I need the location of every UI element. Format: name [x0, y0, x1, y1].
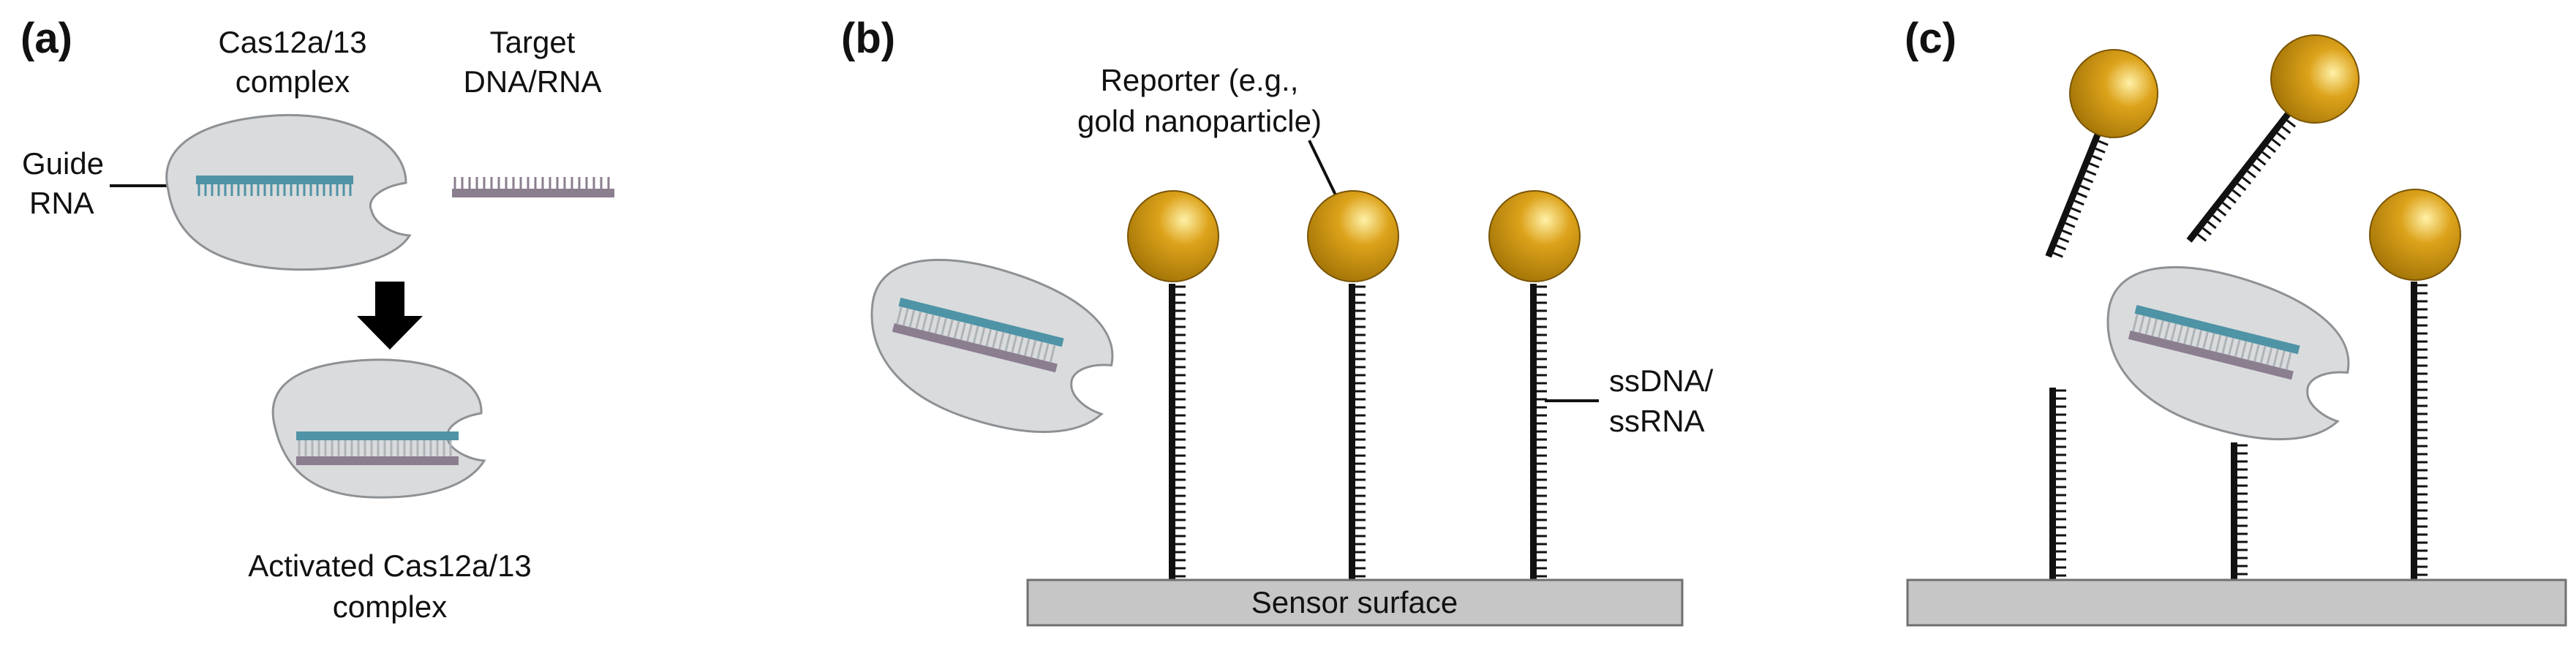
- duplex-a: [296, 431, 459, 465]
- gold-nanoparticle-b2: [1307, 190, 1399, 282]
- panel-c-label: (c): [1905, 15, 1957, 62]
- panel-b: (b) Reporter (e.g., gold nanoparticle) s…: [841, 15, 1714, 627]
- gold-nanoparticle-c1: [2069, 49, 2158, 138]
- gold-nanoparticle-b3: [1488, 190, 1581, 282]
- gold-nanoparticle-b1: [1127, 190, 1219, 282]
- activated-label-line2: complex: [333, 589, 447, 624]
- activated-label-line1: Activated Cas12a/13: [248, 548, 532, 583]
- complex-label-line1: Cas12a/13: [218, 25, 366, 59]
- complex-label-line2: complex: [236, 64, 350, 99]
- reporter-label-line1: Reporter (e.g.,: [1101, 63, 1299, 97]
- sensor-surface-c: [1906, 578, 2567, 627]
- activated-cas-b: [870, 258, 1114, 434]
- strand-label-line2: ssRNA: [1609, 404, 1705, 438]
- target-strand-a: [452, 177, 614, 197]
- sensor-surface-b: [1026, 578, 1684, 627]
- activated-cas-c: [2106, 265, 2350, 441]
- panel-b-label: (b): [841, 15, 895, 62]
- reporter-strand-b2: [1349, 284, 1366, 580]
- sensor-surface-label: Sensor surface: [1251, 585, 1458, 619]
- guide-label-line1: Guide: [22, 146, 104, 181]
- released-reporter-c2: [2186, 34, 2360, 243]
- reporter-label-line2: gold nanoparticle): [1077, 104, 1322, 138]
- down-arrow: [357, 282, 423, 350]
- reporter-strand-b3: [1530, 284, 1547, 580]
- reporter-strand-b1: [1169, 284, 1186, 580]
- intact-strand-c3: [2411, 282, 2428, 580]
- panel-c: (c): [1905, 15, 2567, 627]
- panel-a: (a) Cas12a/13 complex Target DNA/RNA Gui…: [20, 15, 614, 624]
- cas-protein-a: [165, 113, 412, 271]
- guide-rna-a: [196, 176, 353, 196]
- panel-a-label: (a): [20, 15, 72, 62]
- cleaved-strand-c1: [2049, 388, 2066, 580]
- activated-cas-protein: [271, 358, 486, 499]
- cleaved-strand-c2: [2231, 442, 2248, 580]
- target-label-line2: DNA/RNA: [463, 64, 601, 99]
- target-label-line1: Target: [490, 25, 576, 59]
- released-reporter-c1: [2045, 49, 2158, 258]
- gold-nanoparticle-c3: [2369, 189, 2461, 281]
- guide-label-line2: RNA: [29, 186, 94, 220]
- gold-nanoparticle-c2: [2270, 34, 2360, 124]
- strand-label-line1: ssDNA/: [1609, 363, 1714, 398]
